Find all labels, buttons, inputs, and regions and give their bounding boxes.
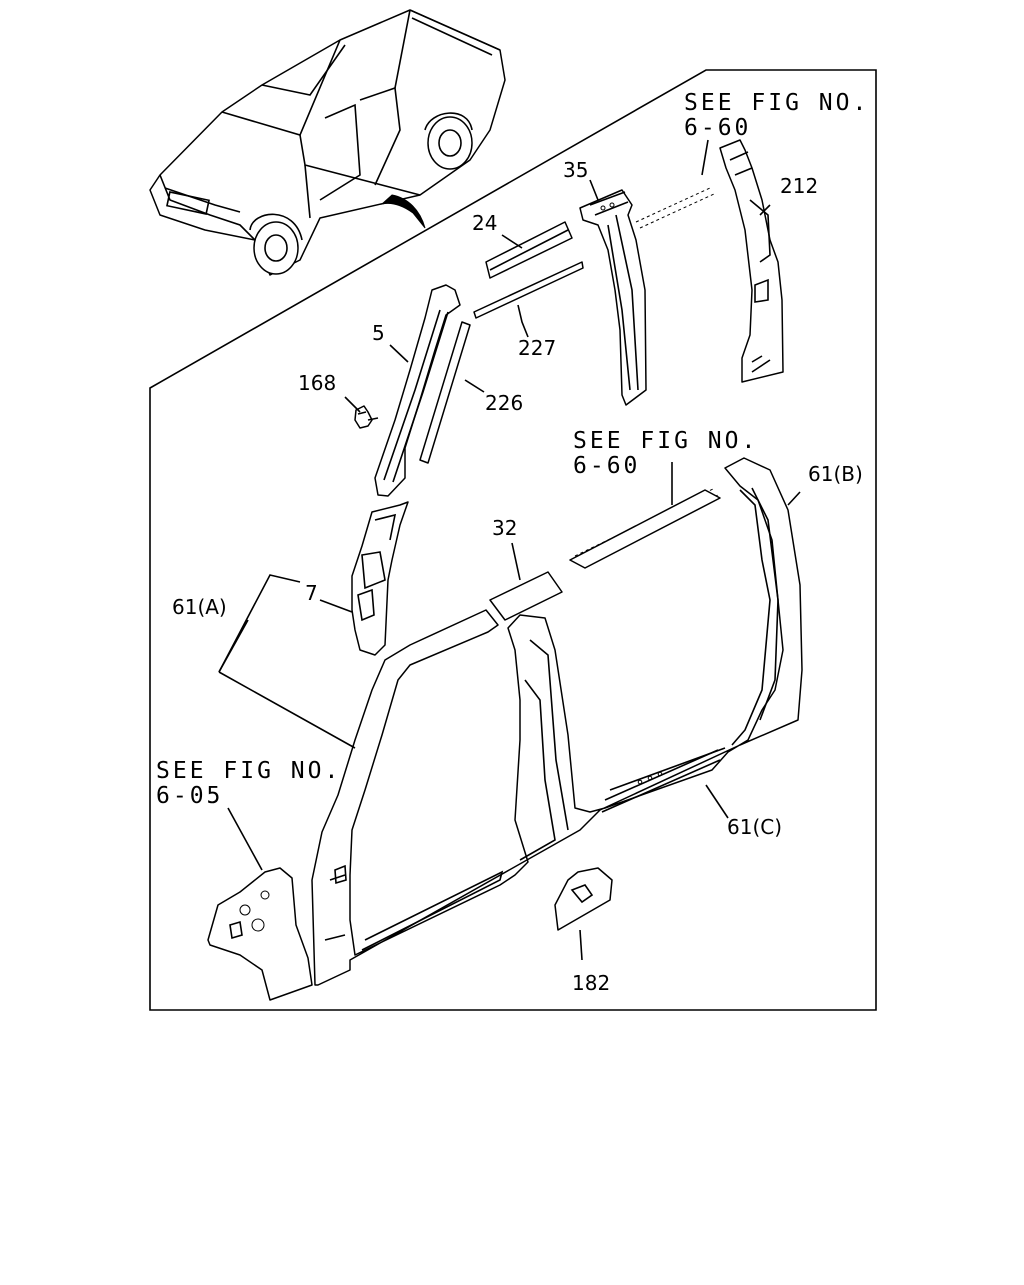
label-35: 35 (563, 158, 588, 182)
leader-lines (218, 139, 801, 961)
parts-24-227 (473, 221, 584, 319)
label-227: 227 (518, 336, 556, 360)
part-35 (579, 189, 647, 406)
label-182: 182 (572, 971, 610, 995)
label-226: 226 (485, 391, 523, 415)
part-32-cap (489, 571, 563, 621)
diagram-frame (149, 69, 877, 1011)
ref-left-line1: SEE FIG NO. (156, 758, 341, 784)
part-182 (554, 867, 613, 931)
ref-middle-line2: 6-60 (573, 453, 640, 479)
strip-upper (635, 187, 715, 229)
ref-middle-line1: SEE FIG NO. (573, 428, 758, 454)
pointer-arrow (380, 194, 426, 229)
label-61b: 61(B) (808, 462, 863, 486)
ref-top-line1: SEE FIG NO. (684, 90, 869, 116)
part-212 (719, 139, 784, 383)
part-61-side-frame (311, 457, 803, 986)
label-32: 32 (492, 516, 517, 540)
label-24: 24 (472, 211, 497, 235)
part-7 (351, 501, 409, 656)
part-168 (354, 405, 379, 429)
ref-left-line2: 6-05 (156, 783, 223, 809)
label-61c: 61(C) (727, 815, 782, 839)
label-168: 168 (298, 371, 336, 395)
ref-top-line2: 6-60 (684, 115, 751, 141)
part-5 (374, 284, 461, 497)
label-212: 212 (780, 174, 818, 198)
label-5: 5 (372, 321, 385, 345)
part-226 (419, 321, 471, 464)
label-7: 7 (305, 581, 318, 605)
truck-illustration (149, 9, 506, 276)
label-61a: 61(A) (172, 595, 227, 619)
roof-rail-middle (569, 489, 721, 569)
part-6-05-panel (207, 867, 313, 1001)
